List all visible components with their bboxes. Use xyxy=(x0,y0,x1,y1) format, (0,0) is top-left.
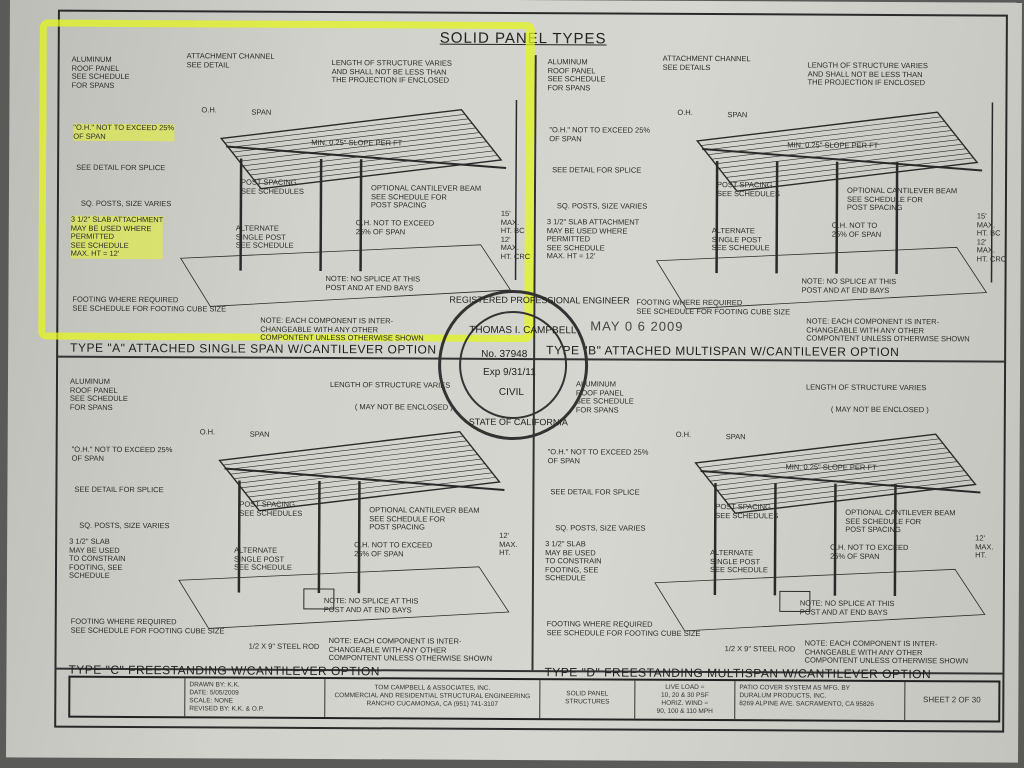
drawing-name: SOLID PANEL STRUCTURES xyxy=(540,680,636,719)
title-block: DRAWN BY: K.K. DATE: 5/05/2009 SCALE: NO… xyxy=(68,675,1001,723)
label-posts: SQ. POSTS, SIZE VARIES xyxy=(80,198,172,209)
label-alternate: ALTERNATE SINGLE POST SEE SCHEDULE xyxy=(709,548,768,575)
seal-exp: Exp 9/31/11 xyxy=(483,366,536,379)
label-span: SPAN xyxy=(251,107,272,117)
label-oh2: O.H. NOT TO 25% OF SPAN xyxy=(831,220,882,239)
label-no-splice: NOTE: NO SPLICE AT THIS POST AND AT END … xyxy=(801,276,897,295)
label-length: LENGTH OF STRUCTURE VARIES AND SHALL NOT… xyxy=(807,60,928,88)
label-alternate: ALTERNATE SINGLE POST SEE SCHEDULE xyxy=(233,545,292,572)
sheet-number: SHEET 2 OF 30 xyxy=(922,695,981,705)
label-span: SPAN xyxy=(249,429,270,439)
label-height: 12' MAX. HT. xyxy=(975,533,994,560)
label-component: NOTE: EACH COMPONENT IS INTER- CHANGEABL… xyxy=(260,315,424,343)
label-posts: SQ. POSTS, SIZE VARIES xyxy=(79,520,170,531)
seal-ring-text: REGISTERED PROFESSIONAL ENGINEER xyxy=(449,294,630,306)
label-footing: FOOTING WHERE REQUIRED SEE SCHEDULE FOR … xyxy=(70,616,225,635)
label-posts: SQ. POSTS, SIZE VARIES xyxy=(555,523,646,533)
firm-info: TOM CAMPBELL & ASSOCIATES, INC. COMMERCI… xyxy=(325,679,541,719)
label-height: 15' MAX. HT. BC 12' MAX. HT. CRC xyxy=(500,208,531,261)
label-height: 12' MAX. HT. xyxy=(499,530,518,557)
label-slab: 3 1/2" SLAB ATTACHMENT MAY BE USED WHERE… xyxy=(70,214,164,259)
label-span: SPAN xyxy=(725,432,746,442)
drawing-sheet: SOLID PANEL TYPES ATTACHMENT CHANNEL SEE… xyxy=(6,0,1022,763)
label-oh-note: "O.H." NOT TO EXCEED 25% OF SPAN xyxy=(71,444,173,463)
label-oh: O.H. xyxy=(199,427,216,437)
panel-type-d: ALUMINUM ROOF PANEL SEE SCHEDULE FOR SPA… xyxy=(534,362,1006,682)
label-post-spacing: POST SPACING SEE SCHEDULES xyxy=(715,502,779,520)
structure-drawing xyxy=(179,100,518,307)
panel-title: TYPE "B" ATTACHED MULTISPAN W/CANTILEVER… xyxy=(546,343,900,360)
design-loads: LIVE LOAD = 10, 20 & 30 psf HORIZ. WIND … xyxy=(635,680,736,720)
date-stamp: MAY 0 6 2009 xyxy=(590,318,684,334)
label-oh: O.H. xyxy=(201,105,217,115)
seal-number: No. 37948 xyxy=(481,348,528,361)
label-oh2: O.H. NOT TO EXCEED 25% OF SPAN xyxy=(355,218,435,236)
seal-state: STATE OF CALIFORNIA xyxy=(468,416,568,428)
label-roof: ALUMINUM ROOF PANEL SEE SCHEDULE FOR SPA… xyxy=(69,376,128,412)
label-rod: 1/2 x 9" STEEL ROD xyxy=(724,644,796,654)
label-slab: 3 1/2" SLAB MAY BE USED TO CONSTRAIN FOO… xyxy=(544,539,602,583)
label-attachment: ATTACHMENT CHANNEL SEE DETAIL xyxy=(186,51,275,70)
label-splice: SEE DETAIL FOR SPLICE xyxy=(550,487,640,497)
label-enclosed: ( MAY NOT BE ENCLOSED ) xyxy=(830,404,929,415)
label-cantilever: OPTIONAL CANTILEVER BEAM SEE SCHEDULE FO… xyxy=(369,505,480,532)
label-footing: FOOTING WHERE REQUIRED SEE SCHEDULE FOR … xyxy=(546,619,701,638)
label-no-splice: NOTE: NO SPLICE AT THIS POST AND AT END … xyxy=(323,596,419,614)
label-cantilever: OPTIONAL CANTILEVER BEAM SEE SCHEDULE FO… xyxy=(846,185,958,213)
label-post-spacing: POST SPACING SEE SCHEDULES xyxy=(240,177,304,196)
label-footing: FOOTING WHERE REQUIRED SEE SCHEDULE FOR … xyxy=(72,294,227,313)
label-oh-note: "O.H." NOT TO EXCEED 25% OF SPAN xyxy=(73,122,175,142)
structure-drawing xyxy=(654,433,986,632)
label-alternate: ALTERNATE SINGLE POST SEE SCHEDULE xyxy=(235,223,294,250)
label-splice: SEE DETAIL FOR SPLICE xyxy=(74,484,164,495)
label-oh2: O.H. NOT TO EXCEED 25% OF SPAN xyxy=(354,540,433,558)
structure-drawing xyxy=(655,102,994,310)
label-length: LENGTH OF STRUCTURE VARIES xyxy=(805,382,927,393)
panel-type-b: ATTACHMENT CHANNEL SEE DETAILS ALUMINUM R… xyxy=(536,40,1008,360)
label-enclosed: ( MAY NOT BE ENCLOSED ) xyxy=(354,402,453,412)
label-post-spacing: POST SPACING SEE SCHEDULES xyxy=(239,499,303,518)
label-splice: SEE DETAIL FOR SPLICE xyxy=(76,162,166,173)
panel-type-a: ATTACHMENT CHANNEL SEE DETAIL ALUMINUM RO… xyxy=(60,38,532,358)
label-oh-note: "O.H." NOT TO EXCEED 25% OF SPAN xyxy=(549,125,651,143)
seal-name: THOMAS I. CAMPBELL xyxy=(469,324,577,337)
label-oh: O.H. xyxy=(677,107,693,117)
panel-type-c: ALUMINUM ROOF PANEL SEE SCHEDULE FOR SPA… xyxy=(58,360,530,680)
seal-discipline: CIVIL xyxy=(498,386,524,399)
label-length: LENGTH OF STRUCTURE VARIES AND SHALL NOT… xyxy=(331,58,452,85)
label-roof: ALUMINUM ROOF PANEL SEE SCHEDULE FOR SPA… xyxy=(547,57,606,92)
label-post-spacing: POST SPACING SEE SCHEDULES xyxy=(716,180,780,198)
engineer-seal: REGISTERED PROFESSIONAL ENGINEER THOMAS … xyxy=(437,289,630,441)
label-height: 15' MAX. HT. BC 12' MAX. HT. CRC xyxy=(976,211,1007,264)
label-slab: 3 1/2" SLAB MAY BE USED TO CONSTRAIN FOO… xyxy=(68,536,126,580)
label-rod: 1/2 x 9" STEEL ROD xyxy=(248,641,320,651)
label-oh-note: "O.H." NOT TO EXCEED 25% OF SPAN xyxy=(547,447,649,465)
label-posts: SQ. POSTS, SIZE VARIES xyxy=(556,201,648,211)
product-info: PATIO COVER SYSTEM AS MFG. BY DURALUM PR… xyxy=(735,681,906,721)
label-no-splice: NOTE: NO SPLICE AT THIS POST AND AT END … xyxy=(799,598,895,617)
label-oh: O.H. xyxy=(675,429,692,439)
label-component: NOTE: EACH COMPONENT IS INTER- CHANGEABL… xyxy=(806,316,970,344)
label-footing: FOOTING WHERE REQUIRED SEE SCHEDULE FOR … xyxy=(636,297,791,316)
label-slope: MIN. 0.25" SLOPE PER FT xyxy=(311,137,403,148)
drawn-by-info: DRAWN BY: K.K. DATE: 5/05/2009 SCALE: NO… xyxy=(185,678,326,718)
label-length: LENGTH OF STRUCTURE VARIES xyxy=(329,380,451,390)
label-cantilever: OPTIONAL CANTILEVER BEAM SEE SCHEDULE FO… xyxy=(845,507,956,535)
label-slab: 3 1/2" SLAB ATTACHMENT MAY BE USED WHERE… xyxy=(546,217,640,261)
label-attachment: ATTACHMENT CHANNEL SEE DETAILS xyxy=(662,53,751,72)
label-oh2: O.H. NOT TO EXCEED 25% OF SPAN xyxy=(830,542,909,561)
label-cantilever: OPTIONAL CANTILEVER BEAM SEE SCHEDULE FO… xyxy=(370,183,482,210)
structure-drawing xyxy=(178,430,510,629)
label-splice: SEE DETAIL FOR SPLICE xyxy=(552,165,642,175)
label-roof: ALUMINUM ROOF PANEL SEE SCHEDULE FOR SPA… xyxy=(71,54,130,90)
label-slope: MIN. 0.25" SLOPE PER FT xyxy=(787,140,879,150)
panel-title: TYPE "A" ATTACHED SINGLE SPAN W/CANTILEV… xyxy=(70,340,437,357)
label-slope: MIN. 0.25" SLOPE PER FT xyxy=(785,462,877,472)
label-no-splice: NOTE: NO SPLICE AT THIS POST AND AT END … xyxy=(325,274,421,292)
label-span: SPAN xyxy=(727,110,748,120)
label-alternate: ALTERNATE SINGLE POST SEE SCHEDULE xyxy=(711,226,770,253)
label-component: NOTE: EACH COMPONENT IS INTER- CHANGEABL… xyxy=(804,638,969,666)
label-component: NOTE: EACH COMPONENT IS INTER- CHANGEABL… xyxy=(328,636,493,663)
